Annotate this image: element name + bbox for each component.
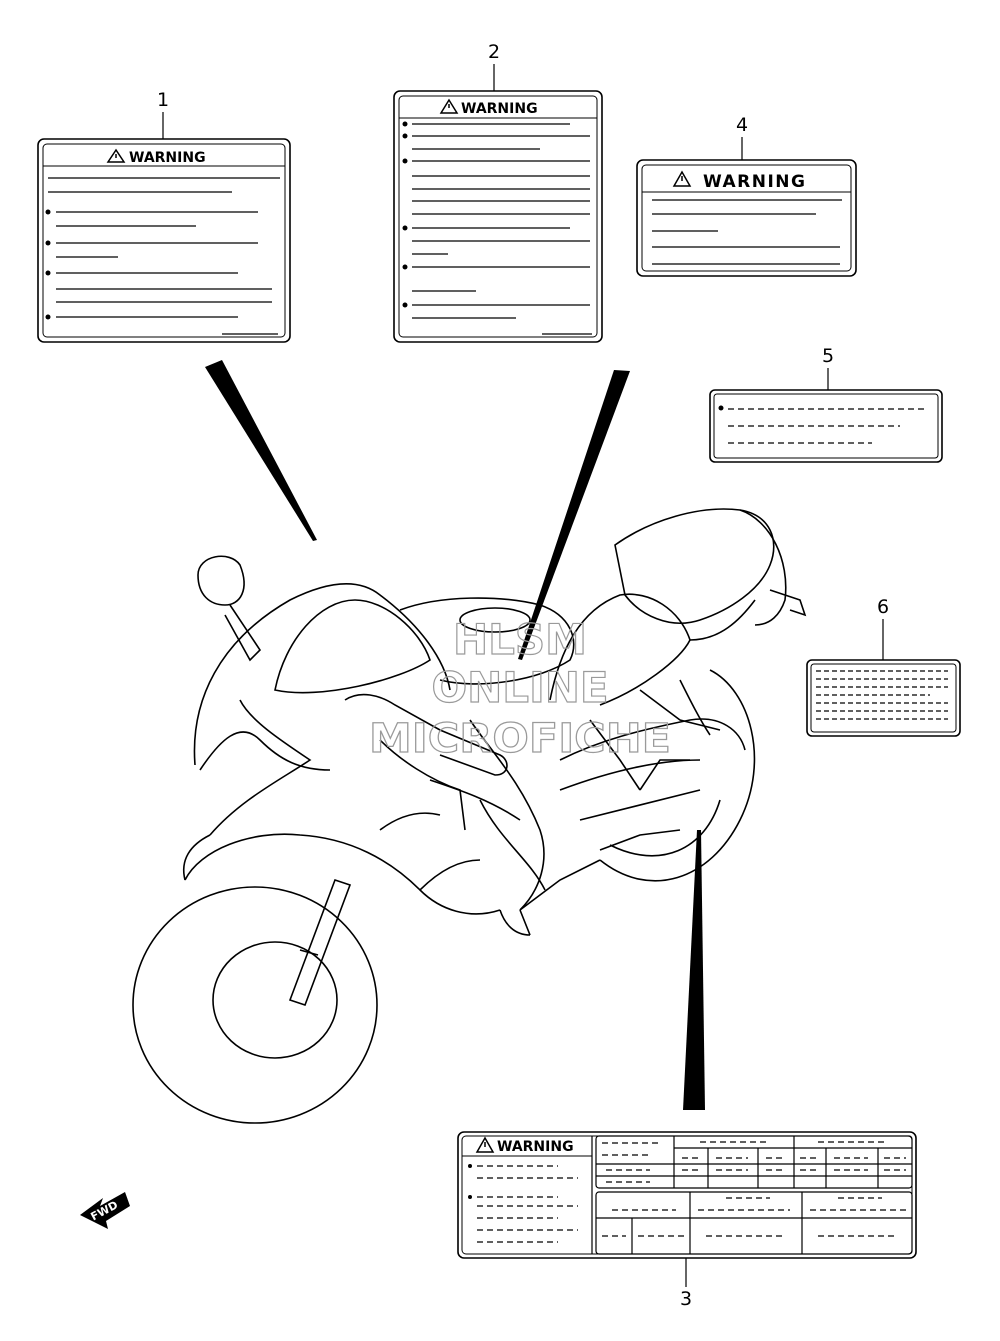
warning-icon [439,98,459,114]
fwd-arrow-icon: FWD [80,1192,130,1229]
pointer-label-3 [683,830,705,1110]
warning-title: WARNING [703,172,806,192]
callout-6: 6 [877,596,889,618]
warning-title: WARNING [497,1139,574,1155]
callout-4: 4 [736,114,748,136]
watermark-line-2: ONLINE [431,663,608,712]
pointer-lines [205,360,705,1110]
left-mirror [197,555,245,606]
rider-seat [549,593,691,706]
fuel-cap [459,607,531,633]
callout-1: 1 [157,89,169,111]
info-label-6 [806,659,961,737]
warning-label-2: WARNING [393,90,603,343]
callout-3: 3 [680,1288,692,1310]
motorcycle-illustration [132,508,807,1124]
warning-label-4: WARNING [636,159,857,277]
watermark: HLSM ONLINE MICROFICHE [368,614,671,762]
front-brake-disc [212,941,338,1059]
pointer-label-2 [518,370,630,660]
pillion-seat [614,508,775,624]
fuel-tank [399,597,575,685]
callout-2: 2 [488,41,500,63]
front-wheel [132,886,378,1124]
warning-title: WARNING [129,150,206,166]
warning-icon [672,170,692,187]
callouts: 1 2 3 4 5 6 [157,41,889,1310]
windscreen [274,599,431,694]
caution-label-5 [709,389,943,463]
warning-title: WARNING [461,101,538,117]
pointer-label-1 [205,360,317,541]
front-fork [288,878,352,1007]
warning-label-1: WARNING [37,138,291,343]
warning-label-3: WARNING [457,1131,917,1259]
watermark-line-1: HLSM [453,615,587,664]
rear-wheel [599,669,756,882]
watermark-line-3: MICROFICHE [369,716,671,762]
warning-icon [475,1136,495,1153]
engine-cover [469,719,545,911]
warning-icon [106,148,126,163]
front-fairing [193,583,451,766]
callout-5: 5 [822,345,834,367]
